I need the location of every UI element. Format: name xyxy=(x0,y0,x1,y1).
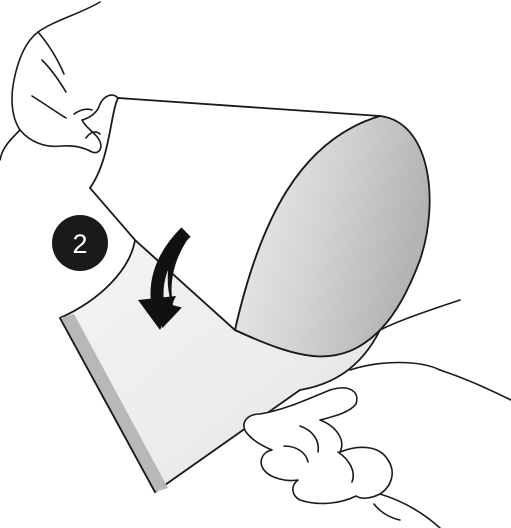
step-badge: 2 xyxy=(52,215,108,271)
hand-pinching-corner-icon xyxy=(0,2,118,160)
step-number: 2 xyxy=(72,229,87,259)
